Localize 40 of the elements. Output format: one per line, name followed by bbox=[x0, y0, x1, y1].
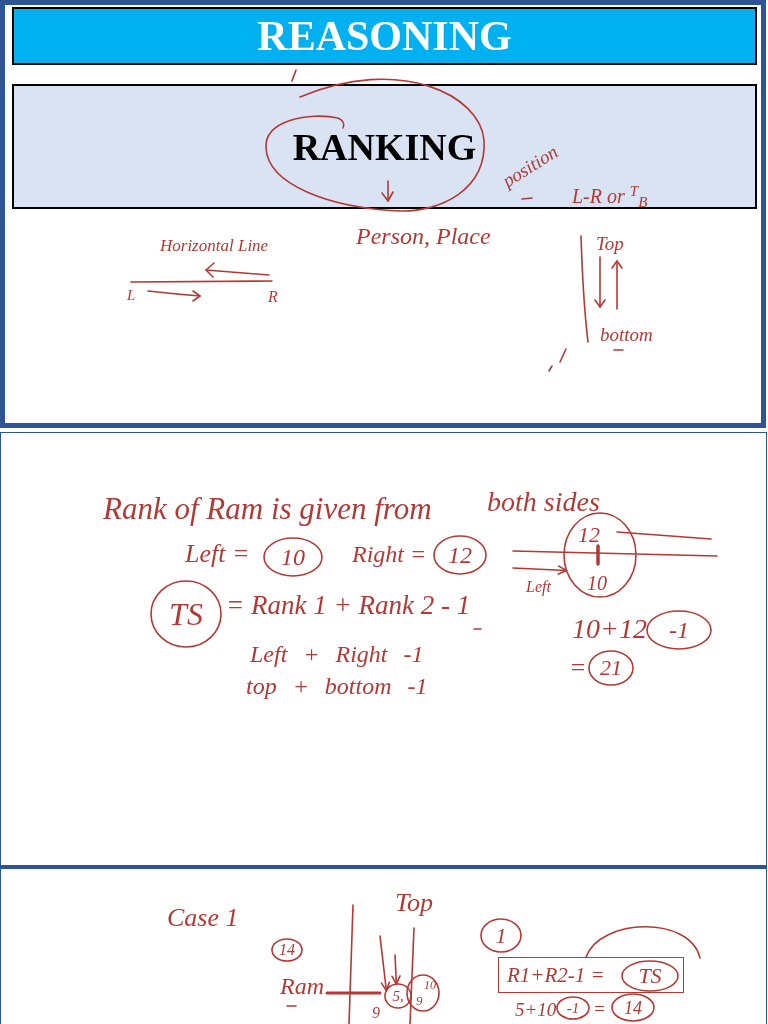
equals-sign: = bbox=[569, 655, 587, 681]
circled-number: 14 bbox=[271, 938, 303, 962]
circled-number: 5, bbox=[384, 983, 412, 1009]
handwritten-sum: 10+12 bbox=[572, 615, 647, 643]
formula-box bbox=[498, 957, 684, 993]
axis-label: Left bbox=[526, 579, 551, 595]
handwritten-note: Left = bbox=[185, 541, 250, 567]
circled-number: 21 bbox=[588, 650, 634, 686]
handwritten-number: 9 bbox=[372, 1005, 380, 1021]
handwritten-name: Ram bbox=[280, 974, 324, 998]
handwritten-formula: top + bottom -1 bbox=[246, 674, 428, 698]
axis-label: Top bbox=[596, 234, 624, 253]
handwritten-formula: Left + Right -1 bbox=[250, 642, 424, 666]
axis-label: Top bbox=[395, 890, 434, 916]
circled-number: 1 bbox=[480, 918, 522, 953]
arrow bbox=[391, 954, 401, 985]
equals-sign: = bbox=[593, 999, 606, 1018]
circled-number: 14 bbox=[611, 993, 655, 1022]
circled-number: 10 bbox=[263, 537, 323, 577]
circled-ranks: 12 10 bbox=[563, 512, 637, 598]
arrow bbox=[512, 565, 568, 575]
handwritten-sum: 5+10 bbox=[515, 1000, 557, 1019]
circled-number: -1 bbox=[646, 610, 712, 650]
handwritten-note: Right = bbox=[352, 542, 427, 566]
title-bar: REASONING bbox=[12, 7, 757, 65]
handwritten-formula: = Rank 1 + Rank 2 - 1 bbox=[226, 592, 471, 619]
handwritten-note: Person, Place bbox=[356, 224, 491, 248]
circled-term: TS bbox=[150, 580, 222, 648]
axis-label: R bbox=[268, 289, 278, 305]
formula-text: R1+R2-1 = bbox=[506, 964, 605, 986]
axis-label: L bbox=[127, 288, 136, 303]
handwritten-sentence: Rank of Ram is given from bbox=[103, 493, 432, 524]
circled-number: -1 bbox=[556, 996, 590, 1020]
axis-label: bottom bbox=[600, 325, 653, 344]
handwritten-note: Horizontal Line bbox=[160, 237, 269, 254]
circled-term: TS bbox=[621, 960, 679, 992]
circled-number: 9 10 bbox=[406, 974, 440, 1012]
arrow bbox=[379, 935, 391, 992]
handwritten-heading: Case 1 bbox=[167, 905, 239, 931]
circled-number: 12 bbox=[433, 535, 487, 575]
